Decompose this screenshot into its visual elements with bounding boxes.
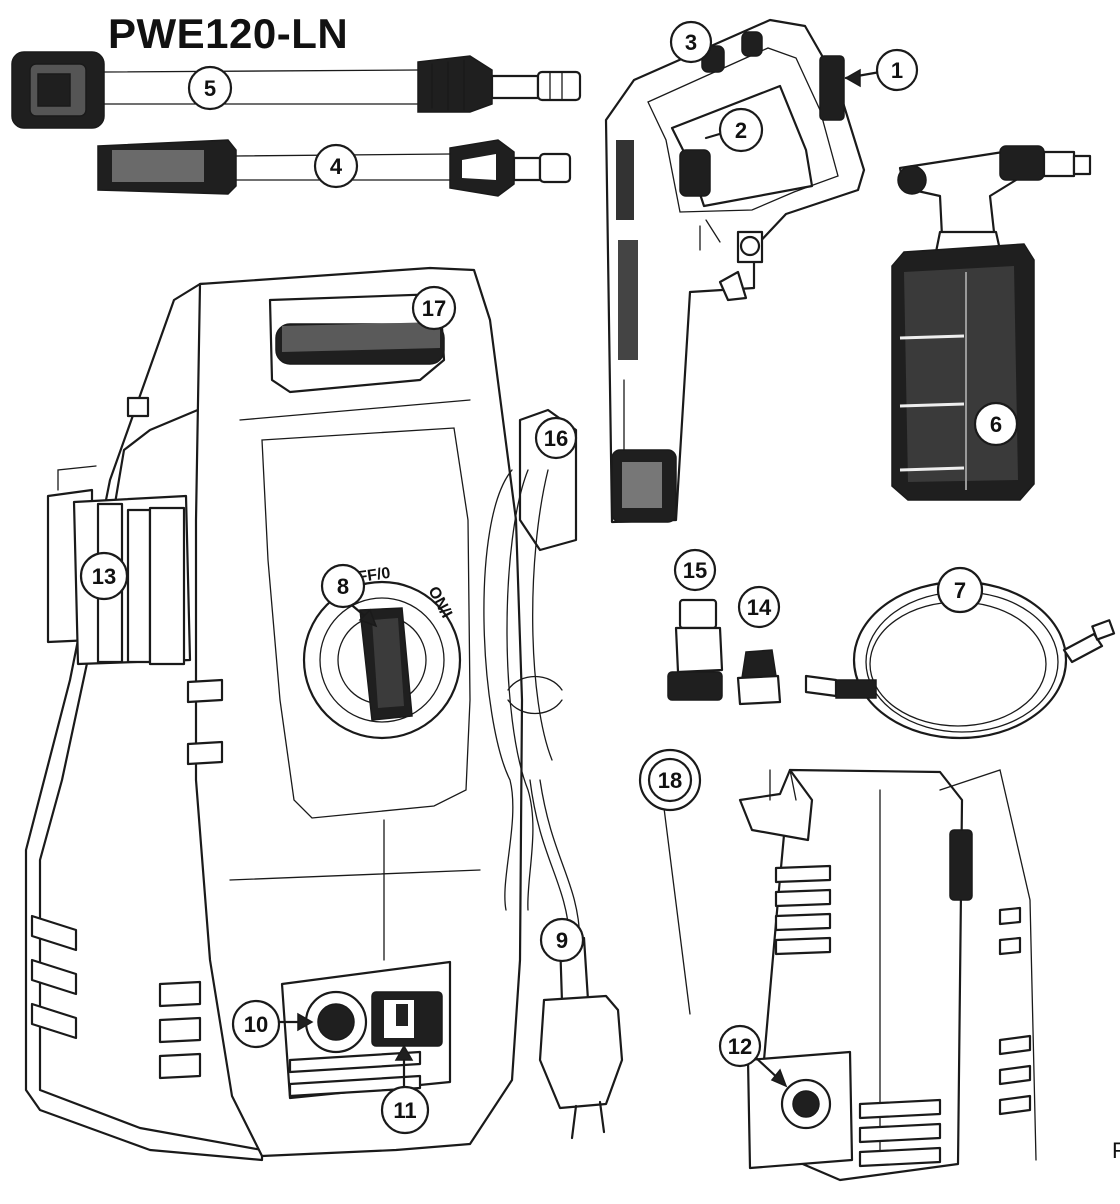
svg-text:5: 5 (204, 76, 216, 101)
lance-adjustable (11, 51, 582, 129)
callout-7: 7 (936, 566, 984, 614)
svg-text:16: 16 (544, 426, 568, 451)
svg-text:9: 9 (556, 928, 568, 953)
svg-text:6: 6 (990, 412, 1002, 437)
callout-16: 16 (534, 416, 578, 460)
svg-text:8: 8 (337, 574, 349, 599)
callout-14: 14 (737, 585, 781, 629)
detergent-bottle (891, 145, 1092, 501)
callout-10: 10 (231, 999, 281, 1049)
accessory-holder (46, 396, 192, 666)
svg-text:15: 15 (683, 558, 707, 583)
callout-9: 9 (539, 917, 585, 963)
callout-13: 13 (79, 551, 129, 601)
svg-text:1: 1 (891, 58, 903, 83)
svg-text:13: 13 (92, 564, 116, 589)
callout-2: 2 (718, 107, 764, 153)
nozzle-insert (736, 649, 782, 706)
callout-3: 3 (669, 20, 713, 64)
lance-standard (97, 139, 572, 197)
svg-text:11: 11 (393, 1098, 416, 1123)
hose-adapter (667, 598, 724, 701)
model-title: PWE120-LN (108, 10, 349, 57)
trigger-gun (604, 18, 866, 524)
svg-text:4: 4 (330, 154, 343, 179)
callout-18: 18 (638, 748, 702, 812)
svg-text:12: 12 (728, 1034, 752, 1059)
leader-lines (270, 68, 882, 1088)
svg-text:14: 14 (747, 595, 772, 620)
power-plug (529, 779, 624, 1140)
callout-6: 6 (973, 401, 1019, 447)
callout-1: 1 (875, 48, 919, 92)
svg-text:3: 3 (685, 30, 697, 55)
callout-12: 12 (718, 1024, 762, 1068)
callout-4: 4 (313, 143, 359, 189)
svg-text:18: 18 (658, 768, 682, 793)
svg-text:17: 17 (422, 296, 446, 321)
callout-11: 11 (380, 1085, 430, 1135)
svg-text:7: 7 (954, 578, 966, 603)
main-unit (24, 266, 524, 1162)
svg-text:10: 10 (244, 1012, 268, 1037)
inset-view (663, 768, 1037, 1182)
edge-text: F (1112, 1138, 1120, 1163)
svg-text:2: 2 (735, 118, 747, 143)
callout-15: 15 (673, 548, 717, 592)
callout-8: 8 (320, 563, 366, 609)
callout-17: 17 (411, 285, 457, 331)
callout-5: 5 (187, 65, 233, 111)
